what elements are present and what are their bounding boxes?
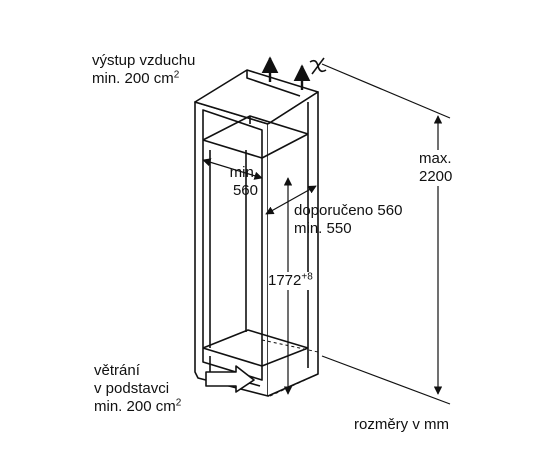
niche-width-line2: 560: [232, 182, 258, 199]
max-height-line1: max.: [419, 150, 452, 167]
niche-width-label: min. 560: [214, 164, 258, 200]
plinth-vent-line2: v podstavci: [94, 380, 170, 397]
air-outlet-sup: 2: [173, 69, 180, 81]
break-mark-icon: [309, 57, 327, 75]
depth-line2: min. 550: [294, 220, 352, 237]
niche-height-label: 1772+8: [268, 271, 313, 290]
width-dimension: [202, 158, 263, 180]
niche-height-sup: +8: [301, 271, 313, 283]
depth-label: doporučeno 560 min. 550: [294, 202, 402, 238]
plinth-vent-line1: větrání: [94, 362, 140, 379]
hidden-edges: [261, 339, 319, 397]
max-height-line2: 2200: [419, 168, 453, 185]
niche-width-line1: min.: [229, 164, 258, 181]
depth-line1: doporučeno 560: [294, 202, 403, 219]
units-note: rozměry v mm: [354, 416, 449, 433]
max-height-label: max. 2200: [419, 150, 453, 186]
arrow-right-icon: [205, 365, 255, 393]
plinth-vent-line3: min. 200 cm2: [94, 397, 182, 415]
arrow-up-icon: [261, 56, 311, 90]
plinth-vent-label: větrání v podstavci min. 200 cm2: [94, 362, 181, 416]
air-outlet-line1: výstup vzduchu: [92, 52, 196, 69]
plinth-vent-sup: 2: [175, 397, 182, 409]
air-outlet-label: výstup vzduchu min. 200 cm2: [92, 52, 195, 88]
air-outlet-line2: min. 200 cm2: [92, 69, 180, 87]
